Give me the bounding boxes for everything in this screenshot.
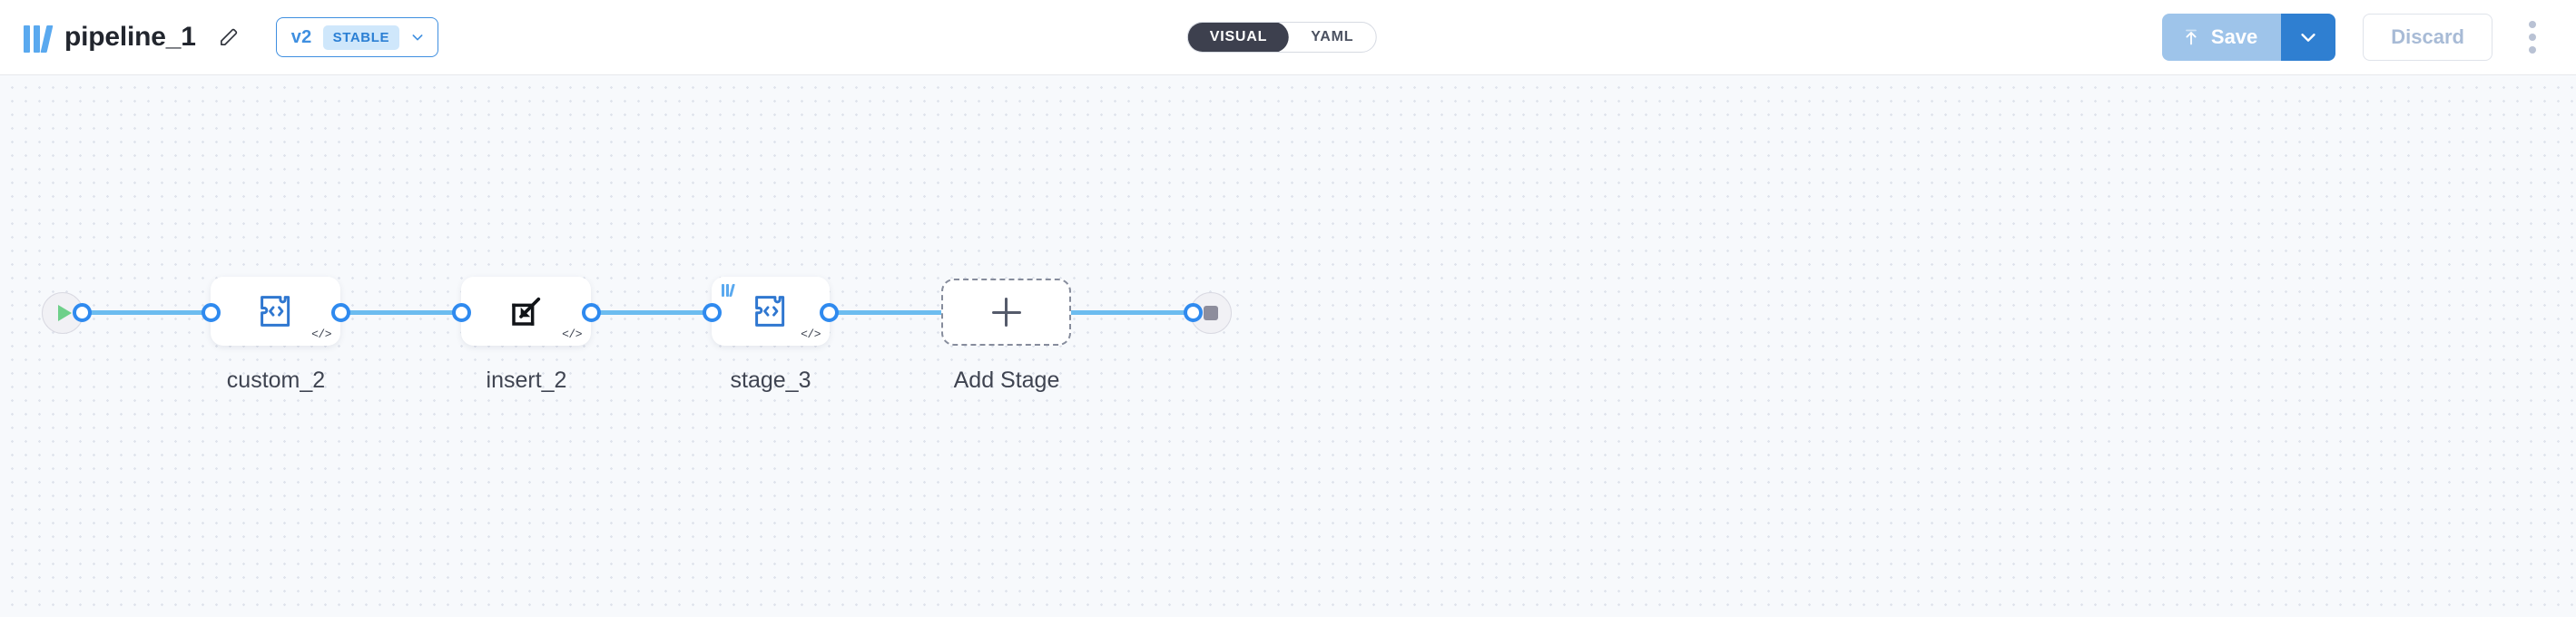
pipeline-bars-logo-icon — [24, 22, 54, 53]
insert-arrow-icon — [511, 297, 540, 326]
save-options-button[interactable] — [2281, 14, 2336, 61]
edge-custom2-to-insert2 — [329, 310, 463, 315]
header-left-group: pipeline_1 v2 STABLE — [24, 17, 439, 57]
code-badge: </> — [311, 328, 331, 341]
add-stage-node[interactable] — [941, 279, 1071, 346]
save-button-group: Save — [2161, 14, 2336, 61]
pipeline-canvas[interactable]: </> custom_2 </> insert_2 — [0, 75, 2576, 617]
pencil-icon — [220, 28, 237, 45]
port-custom2-in[interactable] — [202, 303, 221, 322]
port-start-out[interactable] — [73, 303, 92, 322]
port-stage3-out[interactable] — [820, 303, 839, 322]
page-title: pipeline_1 — [64, 22, 196, 52]
puzzle-code-icon — [260, 296, 290, 327]
port-end-in[interactable] — [1184, 303, 1203, 322]
edge-addstage-to-end — [1069, 310, 1214, 315]
puzzle-code-icon — [755, 296, 785, 327]
chevron-down-icon — [412, 34, 423, 41]
stage-node-insert2[interactable]: </> — [461, 277, 591, 346]
code-badge: </> — [801, 328, 821, 341]
edge-insert2-to-stage3 — [579, 310, 713, 315]
stage-label-custom2: custom_2 — [226, 367, 326, 393]
status-badge: STABLE — [322, 24, 400, 50]
plus-icon-vertical — [1005, 298, 1008, 327]
discard-button[interactable]: Discard — [2363, 14, 2492, 61]
stage-label-insert2: insert_2 — [486, 367, 567, 393]
view-mode-toggle[interactable]: VISUAL YAML — [1186, 22, 1377, 53]
save-button[interactable]: Save — [2161, 14, 2282, 61]
header-actions: Save Discard — [2161, 14, 2552, 61]
play-icon — [57, 305, 72, 321]
version-label: v2 — [290, 26, 312, 47]
code-badge: </> — [562, 328, 582, 341]
pipeline-bars-logo-icon — [722, 283, 735, 297]
tab-visual[interactable]: VISUAL — [1187, 23, 1290, 52]
stage-label-stage3: stage_3 — [730, 367, 811, 393]
edge-start-to-custom2 — [78, 310, 212, 315]
port-insert2-in[interactable] — [452, 303, 471, 322]
upload-arrow-icon — [2185, 29, 2197, 45]
version-selector[interactable]: v2 STABLE — [275, 17, 439, 57]
port-stage3-in[interactable] — [703, 303, 722, 322]
save-button-label: Save — [2210, 25, 2258, 48]
stage-node-stage3[interactable]: </> — [712, 277, 830, 346]
stop-icon — [1204, 306, 1218, 320]
edit-title-button[interactable] — [209, 17, 249, 57]
port-custom2-out[interactable] — [331, 303, 350, 322]
end-node[interactable] — [1190, 292, 1232, 334]
add-stage-label: Add Stage — [953, 367, 1060, 393]
more-vertical-icon[interactable] — [2512, 14, 2552, 61]
pipeline-flow: </> custom_2 </> insert_2 — [0, 75, 2576, 617]
port-insert2-out[interactable] — [582, 303, 601, 322]
app-header: pipeline_1 v2 STABLE VISUAL YAML — [0, 0, 2576, 75]
tab-yaml[interactable]: YAML — [1311, 29, 1354, 44]
edge-stage3-to-addstage — [817, 310, 953, 315]
stage-node-custom2[interactable]: </> — [211, 277, 340, 346]
chevron-down-icon — [2301, 34, 2315, 42]
